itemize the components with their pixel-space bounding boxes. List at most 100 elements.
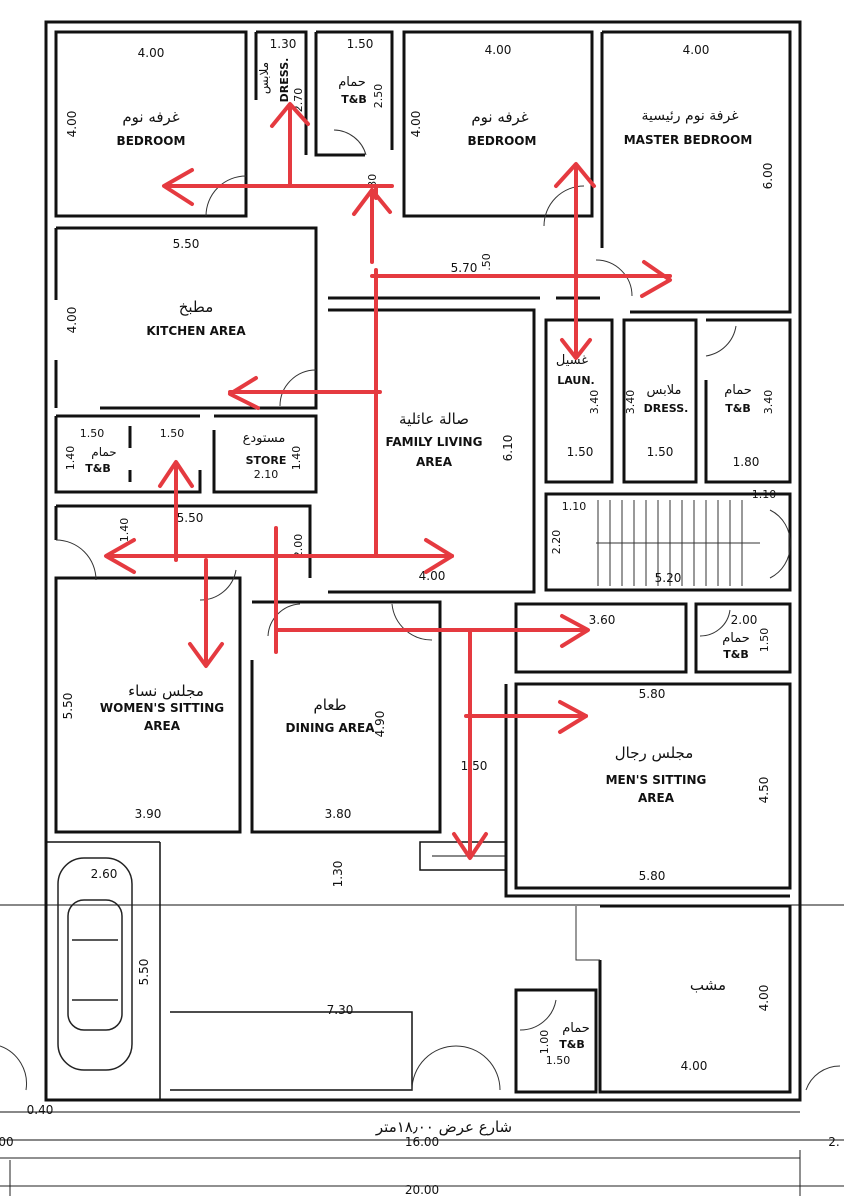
dim-bath1-w: 1.50	[347, 37, 374, 51]
dim-dress2-w: 1.50	[647, 445, 674, 459]
dim-hall-v: 2.00	[292, 534, 305, 559]
dim-dining-w: 3.80	[325, 807, 352, 821]
store-label: STORE	[246, 454, 287, 467]
dim-laundry-h: 3.40	[588, 390, 601, 415]
family-label-line2: AREA	[416, 455, 453, 469]
kitchen-ar-label: مطبخ	[179, 298, 214, 316]
dim-store-w: 2.10	[254, 468, 279, 481]
dining-ar-label: طعام	[313, 696, 346, 714]
dim-bath4-w: 2.00	[731, 613, 758, 627]
family-label-line1: FAMILY LIVING	[386, 435, 483, 449]
dress2-ar-label: ملابس	[647, 383, 682, 398]
dim-corridor-h: .50	[480, 253, 493, 271]
dim-store-h: 1.40	[290, 446, 303, 471]
dim-bath3-w2: 1.50	[160, 427, 185, 440]
dim-parking-w: 2.60	[91, 867, 118, 881]
bedroom1-ar-label: غرفه نوم	[122, 108, 179, 126]
dim-setback: 0.40	[27, 1103, 54, 1117]
women-label-line2: AREA	[144, 719, 181, 733]
dim-bath5-h: 1.00	[538, 1030, 551, 1055]
dim-women-h: 5.50	[61, 693, 75, 720]
dim-bath5-w: 1.50	[546, 1054, 571, 1067]
grill-ar-label: مشب	[690, 976, 726, 994]
bath2-ar-label: حمام	[724, 383, 752, 398]
men-label-line1: MEN'S SITTING	[606, 773, 707, 787]
dim-men-h: 4.50	[757, 777, 771, 804]
dim-entry-w: 1.50	[461, 759, 488, 773]
bath1-label: T&B	[341, 93, 366, 106]
laundry-ar-label: غسيل	[556, 353, 588, 368]
women-label-line1: WOMEN'S SITTING	[100, 701, 224, 715]
dim-master-w: 4.00	[683, 43, 710, 57]
stair-treads	[596, 500, 760, 586]
dim-dress1-h: 2.70	[292, 88, 305, 113]
store-ar-label: مستودع	[243, 431, 286, 446]
dim-hall-h: 1.40	[118, 518, 131, 543]
circulation-arrows	[104, 102, 672, 860]
dim-yard-w: 7.30	[327, 1003, 354, 1017]
dim-family-h: 6.10	[501, 435, 515, 462]
dim-dress1-w: 1.30	[270, 37, 297, 51]
walls	[0, 20, 844, 1141]
dimension-lines	[0, 1150, 844, 1196]
dim-kitchen-w: 5.50	[173, 237, 200, 251]
dim-men-w-top: 5.80	[639, 687, 666, 701]
bath2-label: T&B	[725, 402, 750, 415]
room-labels: 4.00 4.00 غرفه نوم BEDROOM 1.30 ملابس DR…	[0, 37, 840, 1197]
dim-left-cut: 00	[0, 1135, 14, 1149]
dim-corridor-w: 5.70	[451, 261, 478, 275]
bath1-ar-label: حمام	[338, 75, 366, 90]
dim-bedroom1-h: 4.00	[65, 111, 79, 138]
dim-stair-w2: 1.10	[752, 488, 777, 501]
dim-bedroom2-h: 4.00	[409, 111, 423, 138]
master-label: MASTER BEDROOM	[624, 133, 753, 147]
dim-bath3-h: 1.40	[64, 446, 77, 471]
men-label-line2: AREA	[638, 791, 675, 805]
door-swings	[0, 129, 841, 1091]
dim-right-cut: 2.	[828, 1135, 839, 1149]
dim-stair-w: 5.20	[655, 571, 682, 585]
dress1-ar-label: ملابس	[257, 62, 272, 94]
dim-men-w-bottom: 5.80	[639, 869, 666, 883]
street-label: شارع عرض ۱۸٫۰۰متر	[375, 1118, 512, 1136]
master-ar-label: غرفة نوم رئيسية	[641, 108, 738, 124]
dim-master-h: 6.00	[761, 163, 775, 190]
family-ar-label: صالة عائلية	[399, 410, 469, 428]
dim-dining-h: 4.90	[373, 711, 387, 738]
bedroom1-label: BEDROOM	[117, 134, 186, 148]
dim-stair-h: 2.20	[550, 530, 563, 555]
dim-women-w: 3.90	[135, 807, 162, 821]
dim-grill-w: 4.00	[681, 1059, 708, 1073]
women-ar-label: مجلس نساء	[128, 682, 204, 700]
dim-total-width: 20.00	[405, 1183, 439, 1197]
bath3-ar-label: حمام	[91, 445, 116, 459]
dim-bath3-w1: 1.50	[80, 427, 105, 440]
dim-yard-v: 1.30	[331, 861, 345, 888]
laundry-label: LAUN.	[557, 374, 595, 387]
dress1-label: DRESS.	[278, 58, 291, 103]
bath5-ar-label: حمام	[562, 1021, 590, 1036]
dim-front-width: 16.00	[405, 1135, 439, 1149]
dim-bath1-h: 2.50	[372, 84, 385, 109]
bedroom2-ar-label: غرفه نوم	[471, 108, 528, 126]
dim-bedroom1-w: 4.00	[138, 46, 165, 60]
dim-bath4-h: 1.50	[758, 628, 771, 653]
dim-grill-h: 4.00	[757, 985, 771, 1012]
dim-dress2-h: 3.40	[624, 390, 637, 415]
dim-bath2-h: 3.40	[762, 390, 775, 415]
car-icon	[57, 857, 133, 1071]
dim-passage-w: 3.60	[589, 613, 616, 627]
dim-stair-w1: 1.10	[562, 500, 587, 513]
dim-parking-h: 5.50	[137, 959, 151, 986]
dim-laundry-w: 1.50	[567, 445, 594, 459]
dim-hall-w: 5.50	[177, 511, 204, 525]
bath5-label: T&B	[559, 1038, 584, 1051]
dim-bedroom2-w: 4.00	[485, 43, 512, 57]
dress2-label: DRESS.	[644, 402, 689, 415]
men-ar-label: مجلس رجال	[615, 744, 694, 762]
bath4-label: T&B	[723, 648, 748, 661]
bedroom2-label: BEDROOM	[468, 134, 537, 148]
kitchen-label: KITCHEN AREA	[146, 324, 246, 338]
bath4-ar-label: حمام	[722, 631, 750, 646]
